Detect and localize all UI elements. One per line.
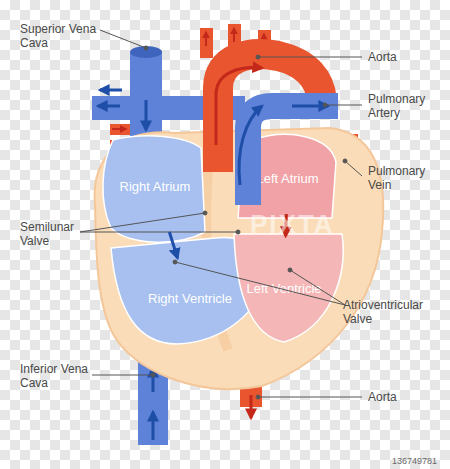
valve-label: Semilunar Valve: [20, 220, 85, 248]
flow-arrow: [263, 34, 265, 48]
atrium-chamber: Left Atrium: [240, 142, 335, 214]
chamber-fill: [238, 135, 336, 218]
valve-label: Atrioventricular Valve: [343, 298, 448, 326]
ventricle-chamber: Left Ventricle: [228, 236, 340, 340]
flow-arrow: [145, 100, 148, 130]
aorta-branch: [228, 24, 241, 54]
flow-arrow: [205, 32, 207, 46]
vessel-label: Aorta: [368, 390, 438, 404]
chamber-label: Right Ventricle: [148, 291, 232, 306]
vessel-label: Aorta: [368, 50, 438, 64]
chamber-fill: [103, 136, 205, 242]
flow-arrow: [98, 105, 120, 108]
vessel-label: Inferior Vena Cava: [20, 362, 95, 390]
watermark: PIXTA: [250, 210, 360, 238]
flow-arrow: [100, 89, 122, 92]
leader-lines: [80, 30, 362, 399]
flow-arrow: [152, 412, 155, 440]
aorta-branch: [258, 30, 271, 60]
vessel-label: Superior Vena Cava: [20, 22, 100, 50]
flow-arrow: [233, 28, 235, 42]
heart-body: [95, 128, 384, 389]
flow-arrow: [216, 68, 262, 145]
flow-arrow: [292, 105, 328, 108]
flow-arrow: [250, 395, 253, 418]
vessel-label: Pulmonary Vein: [368, 164, 443, 192]
chamber-label: Right Atrium: [120, 179, 191, 194]
atrium-chamber: Right Atrium: [105, 140, 205, 232]
aorta-branch: [200, 28, 213, 58]
vessel-label: Pulmonary Artery: [368, 92, 443, 120]
pulmonary-artery-left: [92, 96, 245, 120]
chamber-label: Left Atrium: [256, 171, 318, 186]
blood-flow-arrow: [284, 214, 288, 236]
flow-arrow: [112, 128, 126, 130]
chamber-label: Left Ventricle: [246, 281, 321, 296]
vessel-opening: [130, 46, 162, 58]
blood-flow-arrow: [169, 232, 177, 258]
image-id: 136749781: [392, 456, 450, 466]
chamber-fill: [234, 234, 343, 342]
